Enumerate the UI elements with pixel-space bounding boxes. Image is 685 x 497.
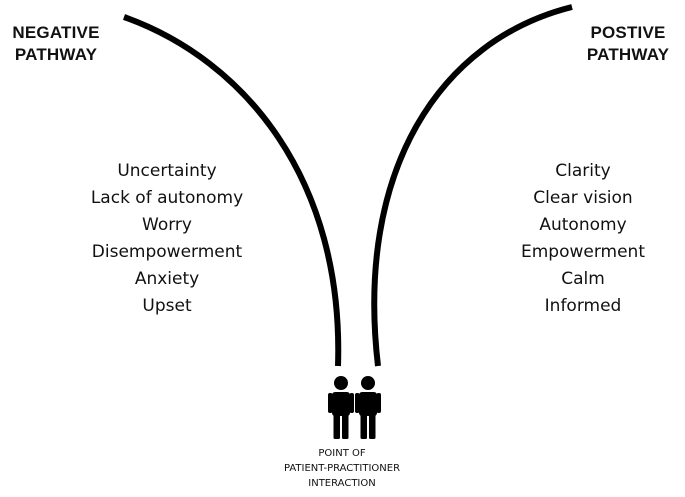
negative-pathway-heading: NEGATIVE PATHWAY (0, 22, 112, 66)
caption-line1: POINT OF (318, 448, 366, 459)
negative-outcome-item: Anxiety (134, 269, 200, 289)
positive-outcome-item: Clear vision (533, 188, 633, 208)
positive-outcome-item: Calm (561, 269, 605, 289)
positive-heading-line2: PATHWAY (586, 45, 670, 64)
interaction-point-caption: POINT OF PATIENT-PRACTITIONER INTERACTIO… (262, 446, 422, 491)
positive-outcome-item: Clarity (555, 161, 611, 181)
two-people-icon (328, 376, 381, 439)
negative-heading-line1: NEGATIVE (12, 23, 100, 42)
negative-heading-line2: PATHWAY (14, 45, 98, 64)
person-right-icon (355, 376, 381, 439)
positive-heading-line1: POSTIVE (590, 23, 666, 42)
caption-line3: INTERACTION (308, 478, 376, 489)
negative-outcome-item: Disempowerment (91, 242, 243, 262)
positive-outcome-item: Autonomy (539, 215, 627, 235)
negative-outcomes-list: Uncertainty Lack of autonomy Worry Disem… (67, 158, 267, 320)
positive-pathway-curve (371, 4, 573, 367)
person-left-icon (328, 376, 354, 439)
negative-outcome-item: Upset (142, 296, 192, 316)
caption-line2: PATIENT-PRACTITIONER (283, 463, 401, 474)
negative-outcome-item: Lack of autonomy (90, 188, 244, 208)
negative-outcome-item: Uncertainty (117, 161, 217, 181)
positive-outcome-item: Informed (544, 296, 622, 316)
negative-outcome-item: Worry (142, 215, 192, 235)
negative-pathway-curve (122, 14, 342, 367)
positive-outcomes-list: Clarity Clear vision Autonomy Empowermen… (483, 158, 683, 320)
positive-pathway-heading: POSTIVE PATHWAY (572, 22, 684, 66)
positive-outcome-item: Empowerment (520, 242, 645, 262)
